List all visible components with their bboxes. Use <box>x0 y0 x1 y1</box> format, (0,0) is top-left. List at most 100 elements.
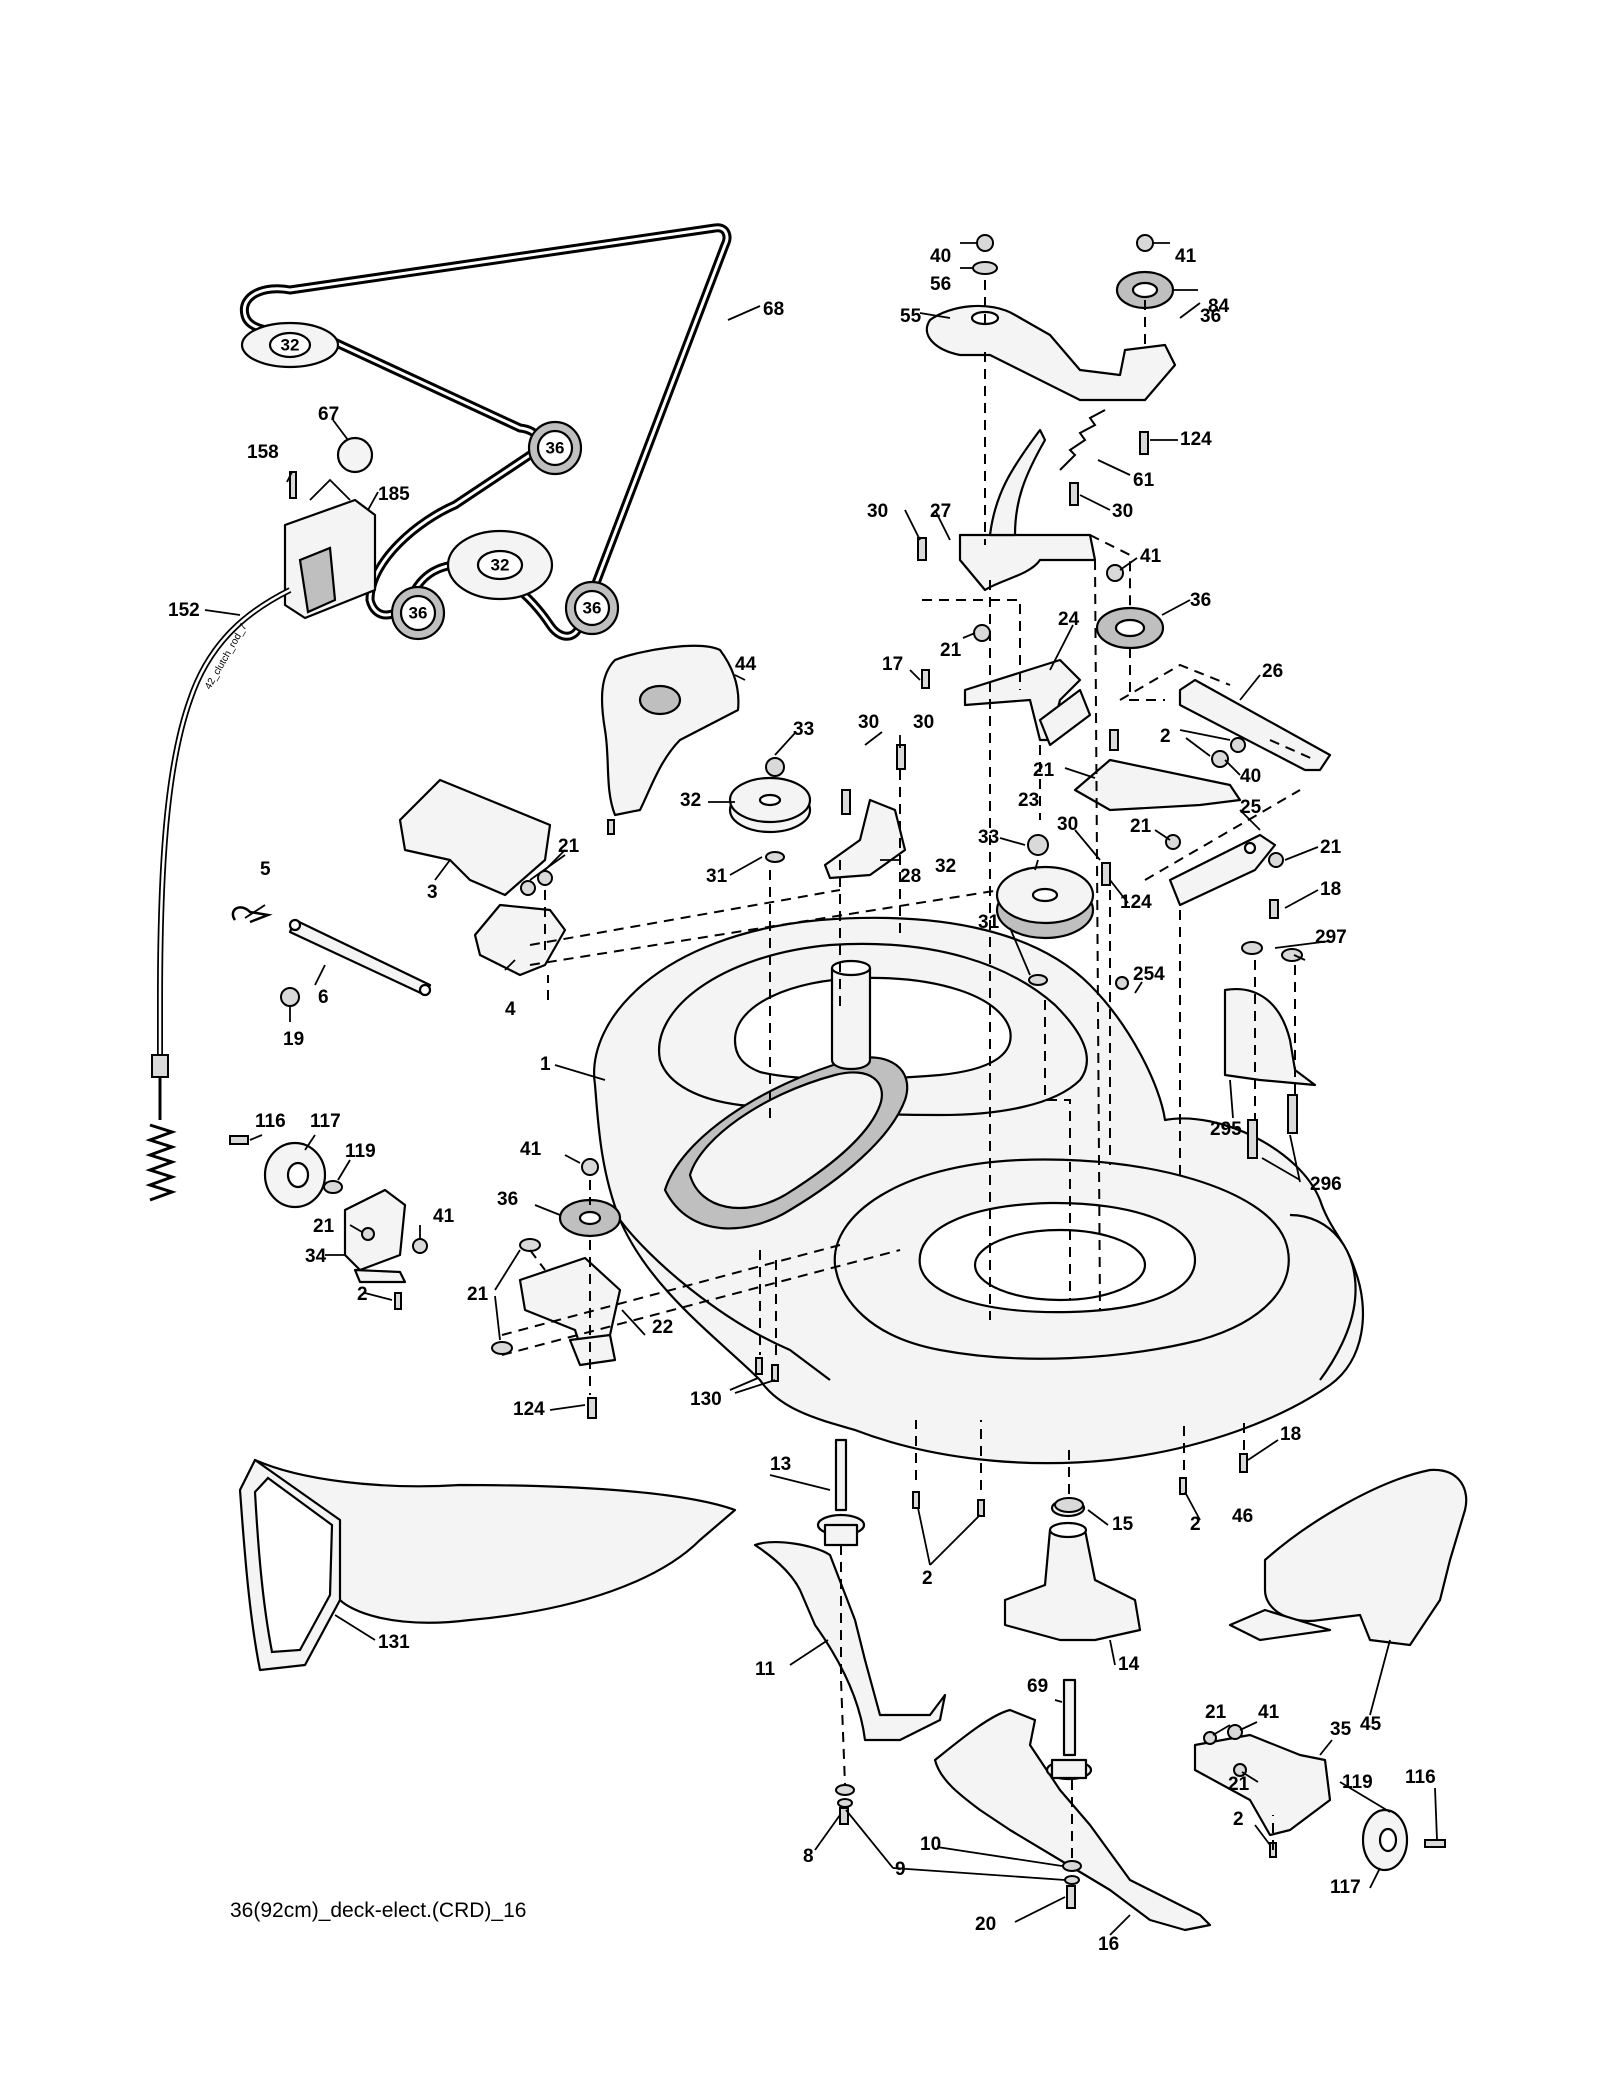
discharge-chute-131 <box>238 1458 737 1672</box>
callout-4: 4 <box>505 999 516 1020</box>
callout-22: 22 <box>652 1317 673 1338</box>
bracket-4 <box>473 903 567 977</box>
callout-10: 10 <box>920 1834 941 1855</box>
callout-41: 41 <box>1258 1702 1280 1723</box>
callout-116: 116 <box>255 1111 286 1132</box>
callout-117: 117 <box>310 1111 341 1132</box>
clutch-switch-assembly <box>283 436 377 620</box>
callout-21: 21 <box>313 1216 335 1237</box>
callout-21: 21 <box>1033 760 1055 781</box>
idler-pulley-36-mid <box>1095 606 1165 650</box>
bracket-22 <box>518 1256 622 1367</box>
leader-lines <box>204 242 1438 1936</box>
callout-21: 21 <box>1130 816 1152 837</box>
callout-41: 41 <box>1175 246 1197 267</box>
callout-2: 2 <box>922 1568 933 1589</box>
callout-3: 3 <box>427 882 438 903</box>
callout-296: 296 <box>1310 1174 1342 1195</box>
clutch-cable: 42_clutch_rod_7 <box>145 587 292 1202</box>
callout-16: 16 <box>1098 1934 1119 1955</box>
callout-40: 40 <box>1240 766 1261 787</box>
callout-119: 119 <box>1342 1772 1373 1793</box>
callout-41: 41 <box>433 1206 455 1227</box>
callout-9: 9 <box>895 1859 906 1880</box>
callout-40: 40 <box>930 246 951 267</box>
callout-21: 21 <box>467 1284 489 1305</box>
belt-cover-44 <box>600 644 740 817</box>
bracket-3 <box>398 778 552 897</box>
callout-45: 45 <box>1360 1714 1382 1735</box>
callout-21: 21 <box>940 640 962 661</box>
callout-6: 6 <box>318 987 329 1008</box>
callout-21: 21 <box>1228 1774 1250 1795</box>
alignment-lines <box>501 280 1316 1860</box>
belt-pulley-32-top: 32 <box>240 321 340 369</box>
callout-2: 2 <box>1190 1514 1201 1535</box>
spindle-69 <box>1045 1678 1093 1781</box>
callout-21: 21 <box>1205 1702 1227 1723</box>
callout-56: 56 <box>930 274 951 295</box>
callout-30: 30 <box>913 712 934 733</box>
callout-33: 33 <box>978 827 999 848</box>
callout-30: 30 <box>858 712 879 733</box>
callout-14: 14 <box>1118 1654 1140 1675</box>
callout-130: 130 <box>690 1389 722 1410</box>
callout-26: 26 <box>1262 661 1283 682</box>
callout-27: 27 <box>930 501 951 522</box>
belt-pulley-36-bottom: 36 <box>564 580 620 636</box>
diagram-caption: 36(92cm)_deck-elect.(CRD)_16 <box>230 1899 526 1922</box>
callout-131: 131 <box>378 1632 410 1653</box>
callout-68: 68 <box>763 299 784 320</box>
callout-31: 31 <box>706 866 728 887</box>
callout-69: 69 <box>1027 1676 1048 1697</box>
callout-84: 84 <box>1208 296 1230 317</box>
callout-152: 152 <box>168 600 200 621</box>
callout-1: 1 <box>540 1054 551 1075</box>
callout-17: 17 <box>882 654 903 675</box>
callout-116: 116 <box>1405 1767 1436 1788</box>
callout-158: 158 <box>247 442 279 463</box>
link-6 <box>288 918 432 997</box>
callout-124: 124 <box>1120 892 1152 913</box>
idler-pulley-36-lower <box>558 1198 622 1238</box>
callout-124: 124 <box>1180 429 1212 450</box>
wheel-117-right <box>1361 1808 1409 1872</box>
callout-2: 2 <box>1233 1809 1244 1830</box>
callout-24: 24 <box>1058 609 1080 630</box>
callout-61: 61 <box>1133 470 1155 491</box>
callout-32: 32 <box>935 856 956 877</box>
callout-31: 31 <box>978 912 1000 933</box>
belt-pulley-32-center: 32 <box>446 529 554 601</box>
spindle-13 <box>816 1438 866 1547</box>
spring-61 <box>1059 409 1106 471</box>
callout-119: 119 <box>345 1141 376 1162</box>
callout-55: 55 <box>900 306 922 327</box>
callout-18: 18 <box>1280 1424 1301 1445</box>
callout-30: 30 <box>1112 501 1133 522</box>
bracket-26 <box>1178 678 1332 772</box>
callout-254: 254 <box>1133 964 1165 985</box>
callout-44: 44 <box>735 654 757 675</box>
belt-pulley-36-right: 36 <box>527 420 583 476</box>
hardware <box>229 234 1446 1909</box>
callout-2: 2 <box>357 1284 368 1305</box>
callout-295: 295 <box>1210 1119 1242 1140</box>
callout-2: 2 <box>1160 726 1171 747</box>
callout-67: 67 <box>318 404 339 425</box>
deflector-295 <box>1223 988 1317 1087</box>
svg-text:36: 36 <box>546 438 565 457</box>
callout-20: 20 <box>975 1914 996 1935</box>
wheel-117-left <box>263 1141 327 1209</box>
callout-5: 5 <box>260 859 271 880</box>
callout-30: 30 <box>1057 814 1078 835</box>
idler-arm-55 <box>925 304 1177 402</box>
callout-28: 28 <box>900 866 921 887</box>
callout-46: 46 <box>1232 1506 1253 1527</box>
callout-11: 11 <box>755 1659 776 1680</box>
bracket-25 <box>1168 833 1277 907</box>
plate-23 <box>1073 758 1242 812</box>
callout-41: 41 <box>520 1139 542 1160</box>
callout-36: 36 <box>497 1189 518 1210</box>
callout-41: 41 <box>1140 546 1162 567</box>
callout-297: 297 <box>1315 927 1347 948</box>
